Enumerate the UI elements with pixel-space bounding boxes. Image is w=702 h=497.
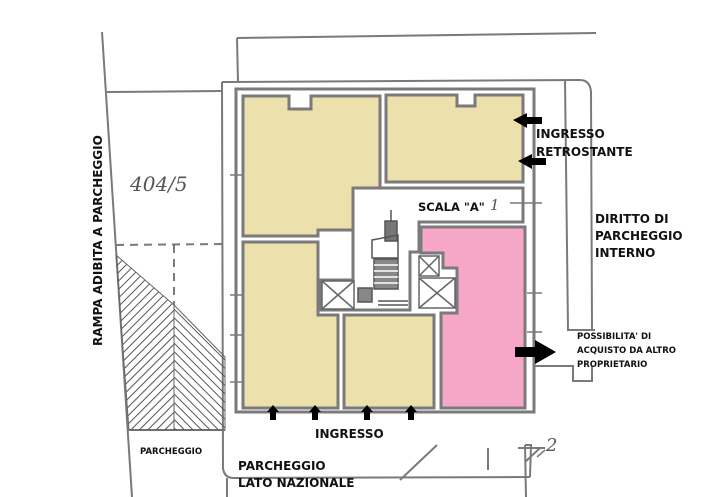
purchase-label-2: ACQUISTO DA ALTRO [577,346,676,356]
arrows [267,113,556,420]
arrow-up-icon [309,405,321,420]
rear-entrance-label-2: RETROSTANTE [536,145,633,159]
internal-parking-label-1: DIRITTO DI [595,212,669,226]
unit-bottom-middle [342,313,436,410]
boundary-lines [101,31,597,497]
parking-side-label-1: PARCHEGGIO [238,459,326,473]
arrow-up-icon [361,405,373,420]
stair-label: SCALA "A" [418,200,485,214]
arrow-left-icon [518,154,546,169]
parcel-number: 404/5 [130,172,188,196]
arrow-right-icon [515,340,556,364]
parking-side-label-2: LATO NAZIONALE [238,476,355,490]
ramp-hatched-area [115,253,226,431]
unit-top-right [384,93,525,184]
arrow-up-icon [267,405,279,420]
building [234,87,536,414]
purchase-label-1: POSSIBILITA' DI [577,332,652,342]
staircase [357,210,408,306]
arrow-left-icon [513,113,542,128]
ramp-label: RAMPA ADIBITA A PARCHEGGIO [91,135,105,346]
rear-entrance-label-1: INGRESSO [536,127,605,141]
elevator-left [321,280,355,310]
internal-parking-label-3: INTERNO [595,246,656,260]
purchase-label-3: PROPRIETARIO [577,360,648,370]
wall-ticks [230,174,546,458]
stair-core [318,186,525,312]
arrow-up-icon [405,405,417,420]
stair-number: 1 [490,196,500,214]
parking-label: PARCHEGGIO [140,447,203,457]
unit-bottom-left [241,240,340,410]
elevator-right [418,255,456,309]
internal-parking-label-2: PARCHEGGIO [595,229,683,243]
section-mark: 2 [546,435,558,456]
front-entrance-label: INGRESSO [315,427,384,441]
